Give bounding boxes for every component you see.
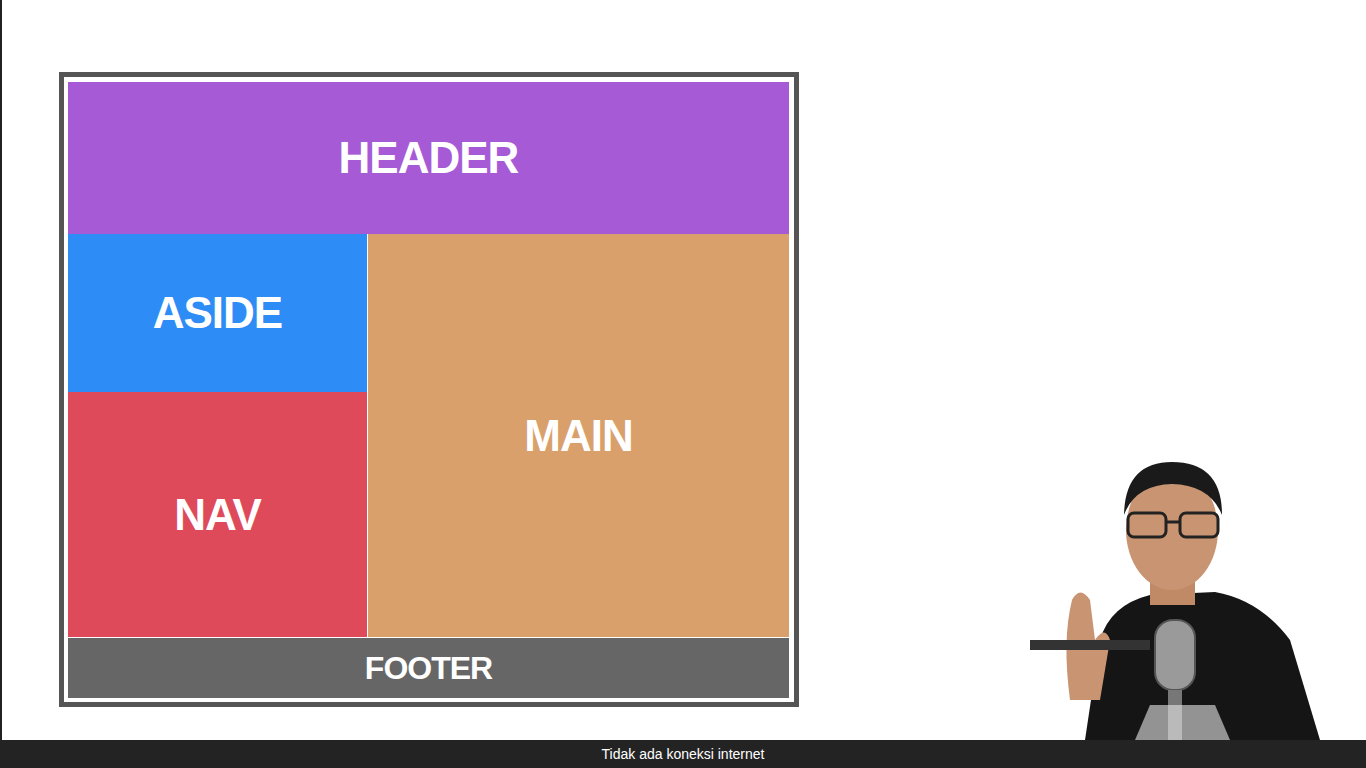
window-edge <box>0 0 2 740</box>
presenter-hair <box>1124 462 1222 515</box>
region-label: MAIN <box>524 411 632 461</box>
glasses-bridge <box>1166 521 1180 524</box>
status-bar: Tidak ada koneksi internet <box>0 740 1366 768</box>
layout-region: ASIDE <box>68 234 367 392</box>
microphone <box>1155 620 1195 690</box>
layout-region: MAIN <box>368 234 789 637</box>
layout-region: FOOTER <box>68 638 789 698</box>
presenter-figure <box>1030 462 1320 740</box>
region-label: FOOTER <box>365 650 492 687</box>
glasses-lens <box>1180 513 1218 537</box>
region-label: HEADER <box>339 133 519 183</box>
layout-frame <box>62 75 797 705</box>
layout-region: HEADER <box>68 82 789 234</box>
mic-arm <box>1030 640 1150 650</box>
shirt-print <box>1135 705 1230 740</box>
glasses-lens <box>1128 513 1166 537</box>
layout-region: NAV <box>68 392 367 637</box>
region-label: ASIDE <box>153 288 282 338</box>
status-text: Tidak ada koneksi internet <box>602 746 765 762</box>
presenter-shirt <box>1085 592 1320 740</box>
region-label: NAV <box>174 490 261 540</box>
